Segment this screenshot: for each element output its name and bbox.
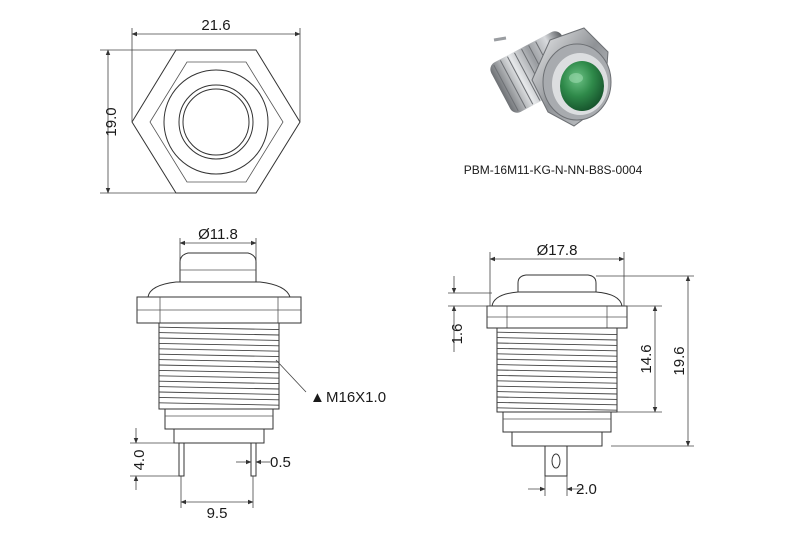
body-outer-circle (163, 69, 269, 175)
right-lower-collar (502, 411, 612, 433)
thread-line (496, 385, 618, 390)
thread-line (496, 342, 618, 346)
head-diameter-label: Ø17.8 (537, 242, 578, 259)
thread-line (158, 348, 280, 352)
thread-line (496, 391, 618, 395)
thread-line (496, 347, 618, 352)
thread-line (158, 402, 280, 406)
thread-line (158, 396, 280, 401)
thread-leader (275, 359, 307, 393)
left-bezel (147, 281, 291, 298)
right-cap (517, 274, 597, 292)
thread-line (496, 396, 618, 400)
right-bezel (491, 291, 623, 307)
right-terminal-hole (551, 453, 561, 469)
side-view-left: Ø11.8 ▲ M16X1.0 4.0 0.5 9.5 (130, 226, 386, 522)
right-thread-lines (496, 331, 618, 411)
thread-line (496, 337, 618, 341)
photo-green-cap (560, 61, 604, 111)
thread-length-label: 14.6 (638, 344, 655, 373)
photo-cap-highlight (569, 73, 583, 83)
cap-ring-inner (182, 88, 250, 156)
terminal-width-label: 2.0 (576, 481, 597, 498)
thread-line (496, 369, 618, 373)
left-lower-collar (164, 408, 274, 430)
thread-line (496, 353, 618, 357)
thread-line (496, 407, 618, 411)
right-base (511, 431, 603, 447)
terminal-spacing-label: 9.5 (207, 505, 228, 522)
thread-line (158, 353, 280, 358)
thread-line (158, 386, 280, 390)
thread-line (496, 401, 618, 406)
left-thread-lines (158, 326, 280, 406)
cap-ring-outer (178, 84, 254, 160)
thread-line (158, 375, 280, 379)
hex-nut-outline (131, 49, 301, 194)
head-height-label: 1.6 (449, 324, 466, 345)
thread-spec-label: M16X1.0 (326, 389, 386, 406)
thread-spec-marker: ▲ (310, 389, 325, 406)
thread-line (496, 364, 618, 368)
thread-line (496, 380, 618, 384)
thread-line (158, 364, 280, 368)
thread-line (158, 359, 280, 363)
product-photo: PBM-16M11-KG-N-NN-B8S-0004 (464, 27, 643, 177)
left-cap (179, 252, 257, 282)
thread-line (496, 358, 618, 363)
part-number: PBM-16M11-KG-N-NN-B8S-0004 (464, 163, 643, 177)
cap-diameter-label: Ø11.8 (198, 226, 238, 243)
right-terminal (544, 445, 568, 477)
photo-terminal (493, 36, 507, 42)
top-view: 21.6 19.0 (100, 17, 301, 194)
thread-line (158, 326, 280, 331)
top-width-label: 21.6 (201, 17, 230, 34)
hex-nut-chamfer (149, 61, 284, 183)
thread-line (158, 391, 280, 395)
side-view-right: Ø17.8 1.6 14.6 19.6 2.0 (448, 242, 694, 498)
overall-height-label: 19.6 (671, 346, 688, 375)
terminal-height-label: 4.0 (131, 450, 148, 471)
left-base (173, 428, 265, 444)
thread-line (158, 369, 280, 374)
thread-line (496, 374, 618, 379)
thread-line (158, 337, 280, 341)
top-height-label: 19.0 (103, 107, 120, 136)
thread-line (158, 342, 280, 347)
thread-line (158, 380, 280, 385)
terminal-thickness-label: 0.5 (270, 454, 291, 471)
thread-line (158, 332, 280, 336)
thread-line (496, 331, 618, 336)
left-terminal-2 (250, 442, 257, 477)
left-terminal-1 (178, 442, 185, 477)
